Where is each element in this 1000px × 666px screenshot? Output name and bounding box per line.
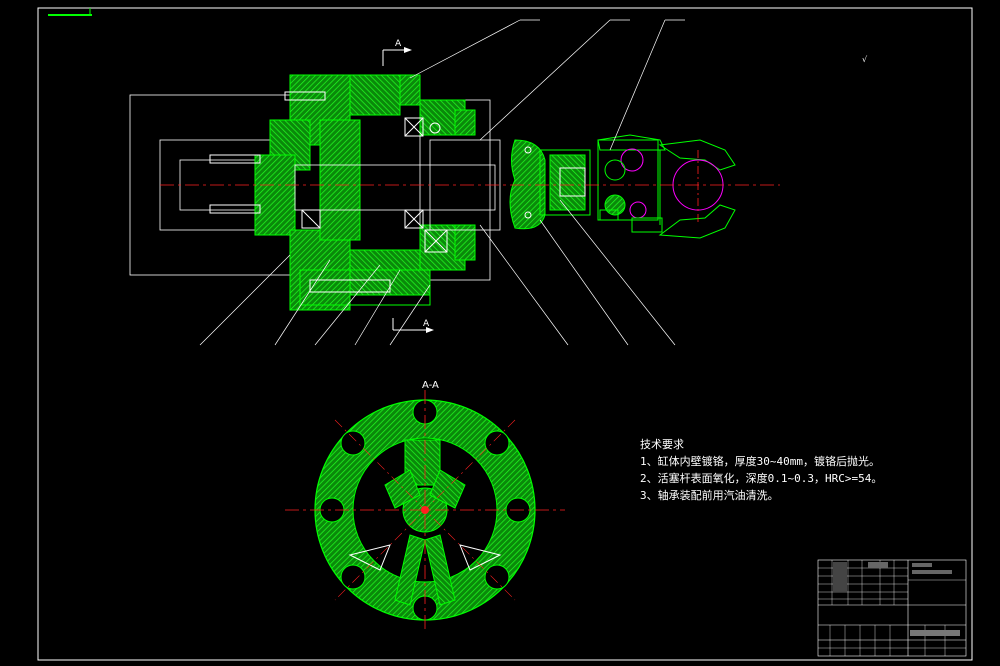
section-aa-view: A-A xyxy=(285,380,565,630)
section-mark-bottom: A xyxy=(423,319,430,329)
leader-lines xyxy=(199,19,685,346)
roughness-symbol: √ xyxy=(862,55,868,64)
outer-frame xyxy=(37,7,973,661)
tech-requirement-2: 2、活塞杆表面氧化，深度0.1~0.3，HRC>=54。 xyxy=(640,472,883,485)
main-section-view: A A xyxy=(129,19,780,346)
tech-requirements-title: 技术要求 xyxy=(640,438,684,451)
tech-requirement-1: 1、缸体内壁镀铬，厚度30~40mm，镀铬后抛光。 xyxy=(640,455,880,468)
tech-requirements: 技术要求 1、缸体内壁镀铬，厚度30~40mm，镀铬后抛光。 2、活塞杆表面氧化… xyxy=(640,436,882,504)
gripper-jaw xyxy=(597,134,736,239)
tech-requirement-3: 3、轴承装配前用汽油清洗。 xyxy=(640,489,779,502)
corner-mark xyxy=(48,14,92,16)
title-block xyxy=(817,559,967,657)
section-mark-top: A xyxy=(395,39,402,49)
section-label: A-A xyxy=(422,380,439,391)
